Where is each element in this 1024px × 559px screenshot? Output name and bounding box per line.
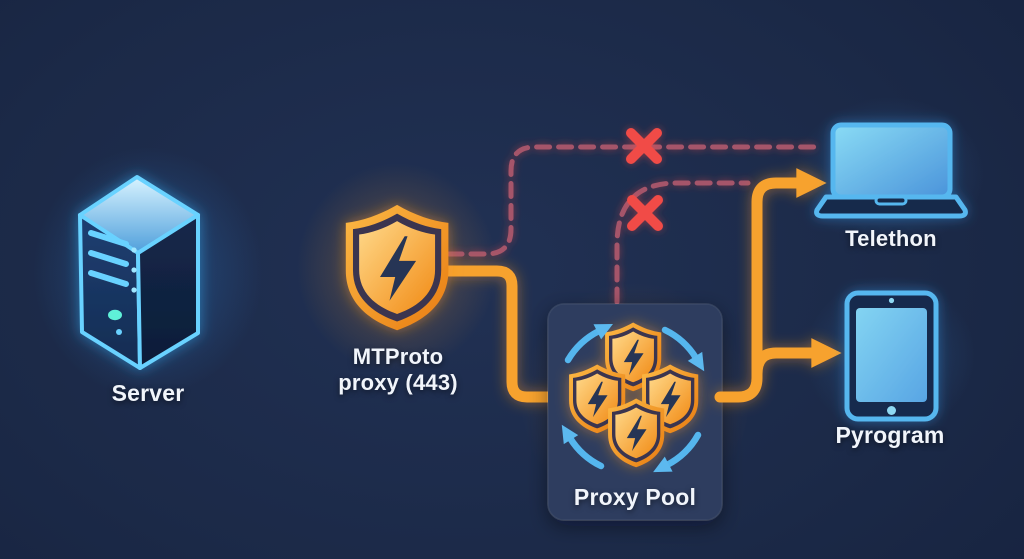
server-icon: [78, 175, 200, 370]
blocked-x-icon: [627, 195, 663, 231]
laptop-icon: [814, 122, 968, 219]
pool-to-telethon-link: [714, 168, 827, 403]
pool-to-clients-links: [714, 168, 842, 403]
telethon-label: Telethon: [845, 226, 937, 251]
server-label: Server: [111, 380, 185, 406]
mtproto-proxy-label-line1: MTProto: [352, 344, 444, 369]
server-status-light: [108, 309, 122, 321]
server-rack-slats: [88, 230, 129, 287]
pyrogram-label: Pyrogram: [835, 422, 945, 448]
proxy-to-pool-link: [440, 265, 558, 403]
blocked-direct-path: [446, 144, 824, 257]
rotation-arrows-icon: [561, 323, 705, 473]
proxy-pool-label: Proxy Pool: [573, 484, 697, 510]
pool-to-pyrogram-link: [751, 338, 842, 380]
blocked-x-icon: [626, 128, 662, 164]
mtproto-proxy-label-line2: proxy (443): [338, 370, 458, 395]
mtproto-proxy-label: MTProto proxy (443): [308, 344, 488, 396]
tablet-icon: [844, 290, 939, 422]
